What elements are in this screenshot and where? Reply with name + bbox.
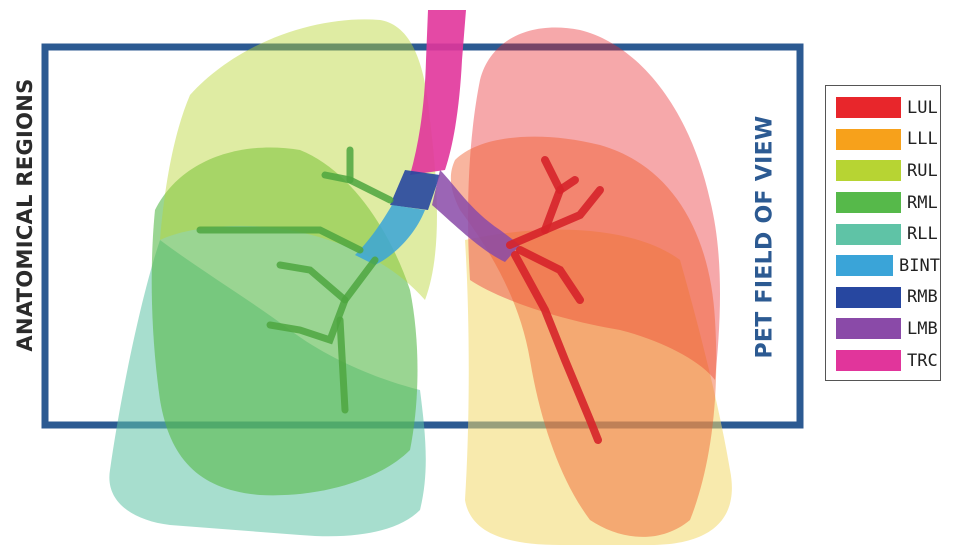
legend-label: RMB <box>907 287 938 307</box>
legend-swatch <box>836 318 901 339</box>
legend-item-trc: TRC <box>836 345 940 377</box>
legend-label: RLL <box>907 224 938 244</box>
legend-label: RUL <box>907 161 938 181</box>
legend-item-bint: BINT <box>836 250 940 282</box>
legend-item-lll: LLL <box>836 124 940 156</box>
legend-swatch <box>836 129 901 150</box>
legend-label: LLL <box>907 129 938 149</box>
legend-label: BINT <box>899 256 940 276</box>
legend-swatch <box>836 160 901 181</box>
legend-item-lmb: LMB <box>836 313 940 345</box>
legend-swatch <box>836 192 901 213</box>
legend-item-rmb: RMB <box>836 282 940 314</box>
legend-swatch <box>836 255 893 276</box>
legend-label: LUL <box>907 98 938 118</box>
legend: LUL LLL RUL RML RLL BINT RMB LMB TRC <box>825 85 941 381</box>
legend-label: TRC <box>907 351 938 371</box>
legend-label: LMB <box>907 319 938 339</box>
legend-item-rul: RUL <box>836 155 940 187</box>
legend-swatch <box>836 350 901 371</box>
legend-swatch <box>836 97 901 118</box>
legend-item-rll: RLL <box>836 218 940 250</box>
legend-swatch <box>836 287 901 308</box>
anatomical-regions-text: ANATOMICAL REGIONS <box>13 78 37 351</box>
pet-field-of-view-text: PET FIELD OF VIEW <box>753 116 778 359</box>
legend-swatch <box>836 224 901 245</box>
legend-label: RML <box>907 193 938 213</box>
legend-item-lul: LUL <box>836 92 940 124</box>
legend-item-rml: RML <box>836 187 940 219</box>
